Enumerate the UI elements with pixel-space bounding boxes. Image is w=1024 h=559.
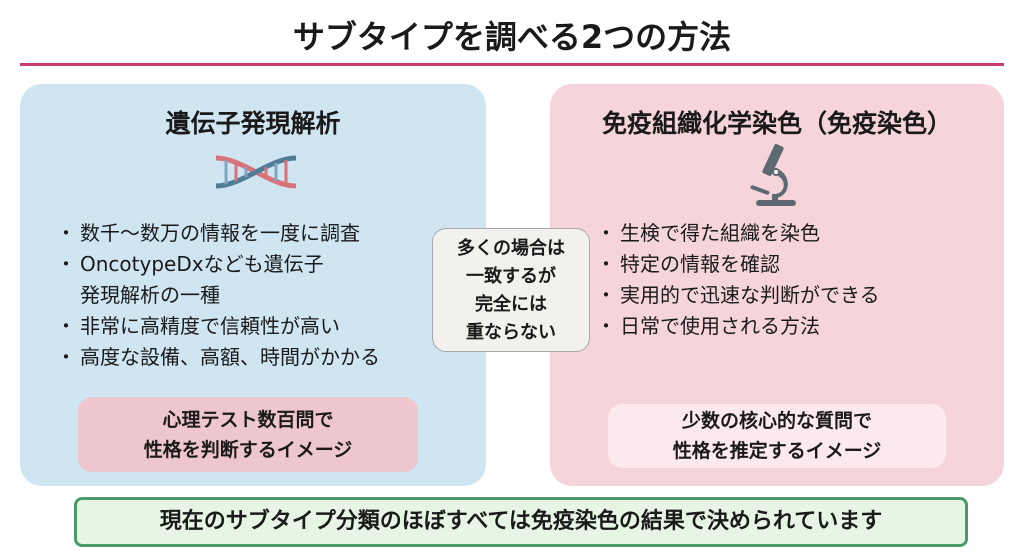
analogy-line: 性格を判断するイメージ xyxy=(143,438,353,461)
conclusion-box: 現在のサブタイプ分類のほぼすべては免疫染色の結果で決められています xyxy=(74,497,968,547)
microscope-icon xyxy=(750,144,796,206)
dna-icon xyxy=(215,155,297,189)
ihc-analogy: 少数の核心的な質問で 性格を推定するイメージ xyxy=(608,404,946,468)
ihc-panel: 免疫組織化学染色（免疫染色） 生検で得た組織を染色 特定の情報を確認 実用的で迅… xyxy=(550,84,1004,486)
bullet: 日常で使用される方法 xyxy=(596,311,880,342)
bullet: 非常に高精度で信頼性が高い xyxy=(56,311,380,342)
bullet: OncotypeDxなども遺伝子 発現解析の一種 xyxy=(56,249,380,311)
title-divider xyxy=(20,63,1004,66)
ihc-bullets: 生検で得た組織を染色 特定の情報を確認 実用的で迅速な判断ができる 日常で使用さ… xyxy=(596,218,880,342)
analogy-line: 少数の核心的な質問で xyxy=(681,410,872,432)
page-title: サブタイプを調べる2つの方法 xyxy=(292,18,732,56)
note-line: 完全には xyxy=(475,294,547,315)
gene-expression-analogy: 心理テスト数百問で 性格を判断するイメージ xyxy=(78,397,418,472)
note-line: 多くの場合は xyxy=(457,238,565,259)
panel-title: 遺伝子発現解析 xyxy=(165,109,341,138)
bullet: 実用的で迅速な判断ができる xyxy=(596,280,880,311)
bullet: 数千〜数万の情報を一度に調査 xyxy=(56,218,380,249)
bullet: 高度な設備、高額、時間がかかる xyxy=(56,342,380,373)
analogy-line: 心理テスト数百問で xyxy=(162,408,334,431)
panel-title: 免疫組織化学染色（免疫染色） xyxy=(601,109,952,138)
gene-expression-panel: 遺伝子発現解析 数千〜数万の情報を一度に調査 OncotypeDxなども遺伝子 … xyxy=(20,84,486,486)
overlap-note: 多くの場合は 一致するが 完全には 重ならない xyxy=(432,228,590,352)
bullet: 生検で得た組織を染色 xyxy=(596,218,880,249)
gene-expression-bullets: 数千〜数万の情報を一度に調査 OncotypeDxなども遺伝子 発現解析の一種 … xyxy=(56,218,380,373)
note-line: 一致するが xyxy=(466,266,556,287)
bullet: 特定の情報を確認 xyxy=(596,249,880,280)
analogy-line: 性格を推定するイメージ xyxy=(672,440,882,462)
note-line: 重ならない xyxy=(466,322,556,343)
